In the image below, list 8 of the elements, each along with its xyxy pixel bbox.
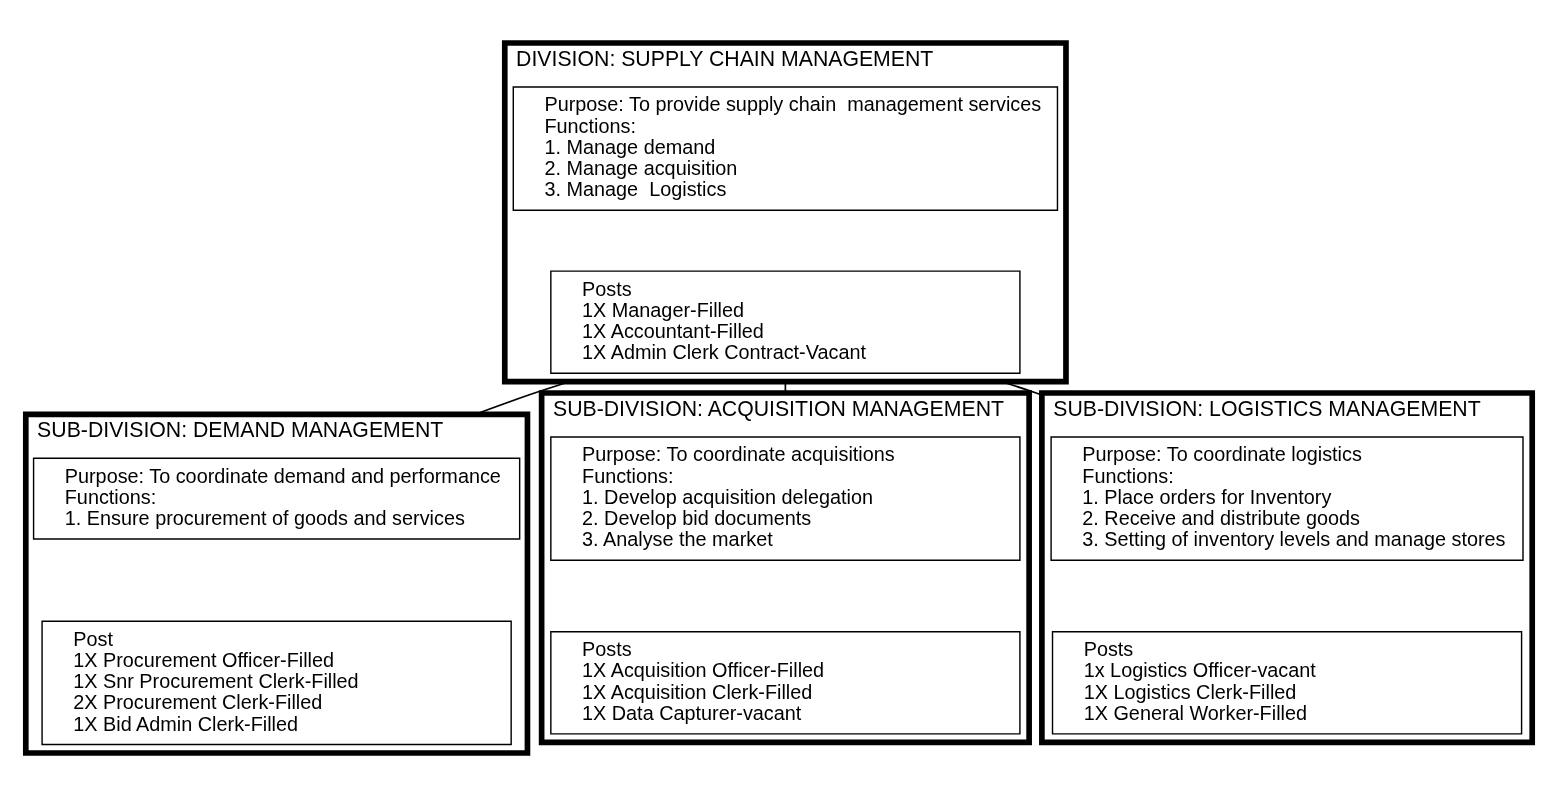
node-box: Posts 1X Acquisition Officer-Filled 1X Acquisition Clerk-Filled 1X Data Capturer-vacant (550, 630, 1021, 735)
node-box: Post 1X Procurement Officer-Filled 1X Snr Procurement Clerk-Filled 2X Procurement Clerk-Filled 1X Bid Admin Clerk-Filled (41, 620, 512, 745)
node-box: Purpose: To provide supply chain management services Functions: 1. Manage demand 2. Manage acquisition 3. Manage Logistics (512, 85, 1059, 211)
node-box: Purpose: To coordinate acquisitions Functions: 1. Develop acquisition delegation 2. Develop bid documents 3. Analyse the market (550, 435, 1021, 561)
node-box: Posts 1x Logistics Officer-vacant 1X Logistics Clerk-Filled 1X General Worker-Filled (1051, 630, 1523, 735)
node-box: Posts 1X Manager-Filled 1X Accountant-Filled 1X Admin Clerk Contract-Vacant (550, 269, 1021, 374)
node-box: Purpose: To coordinate logistics Functions: 1. Place orders for Inventory 2. Receive and distribute goods 3. Setting of inventory levels and manage stores (1050, 435, 1524, 561)
node-box: Purpose: To coordinate demand and performance Functions: 1. Ensure procurement of goods and services (32, 457, 521, 540)
